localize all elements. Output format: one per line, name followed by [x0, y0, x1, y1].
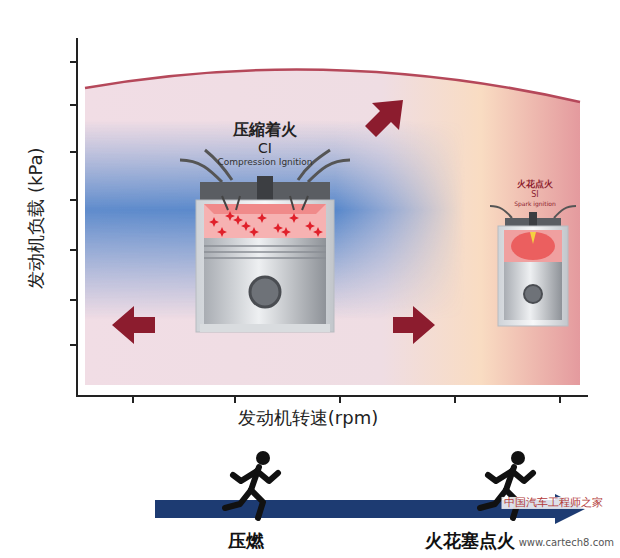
mode-title: 压縮着火: [233, 121, 297, 139]
mode-name: Spark ignition: [514, 201, 556, 208]
spark-star: [233, 215, 243, 225]
axis-title: 发动机转速(rpm): [238, 408, 378, 428]
stage-label: 火花塞点火: [425, 531, 515, 551]
mode-title: 火花点火: [517, 180, 553, 190]
spark-star: [305, 221, 315, 231]
spark-star: [313, 227, 323, 237]
spark-star: [289, 213, 299, 223]
spark-star: [241, 221, 251, 231]
watermark: www.cartech8.com: [517, 537, 616, 548]
watermark: 中国汽车工程师之家: [502, 497, 605, 509]
spark-star: [209, 217, 219, 227]
mode-abbrev: CI: [258, 141, 272, 156]
spark-star: [217, 227, 227, 237]
spark-star: [273, 223, 283, 233]
spark-star: [257, 213, 267, 223]
axis-title: 发动机负载 (kPa): [26, 147, 46, 288]
spark-star: [249, 227, 259, 237]
spark-star: [225, 211, 235, 221]
spark-star: [281, 227, 291, 237]
stage-label: 压燃: [228, 531, 264, 551]
mode-name: Compression Ignition: [217, 158, 312, 168]
mode-abbrev: SI: [531, 191, 538, 200]
